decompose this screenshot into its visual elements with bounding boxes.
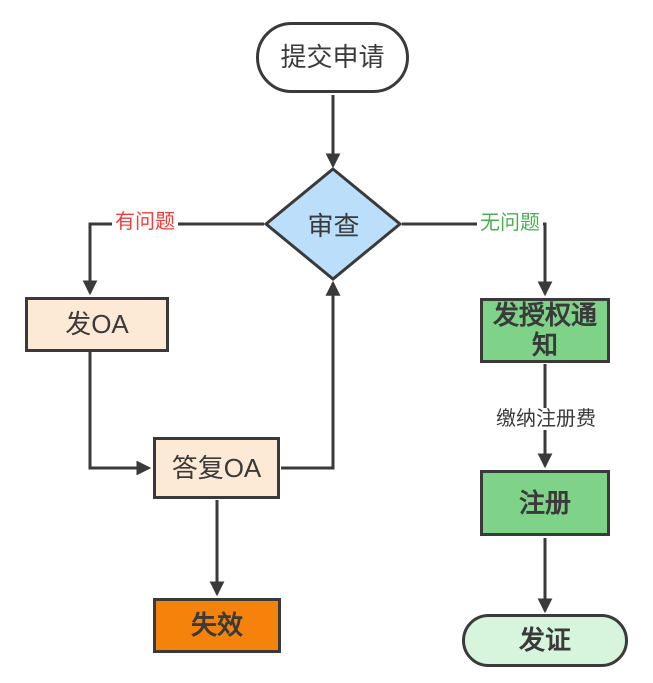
node-review-label: 审查 [307,210,360,241]
edge-label-has-problem: 有问题 [112,211,178,233]
node-issue-cert-label: 发证 [518,625,571,656]
node-review: 审查 [267,169,400,279]
edge-reply-oa-to-review [281,280,341,470]
node-invalid: 失效 [153,598,281,653]
edge-review-to-send-oa [82,222,264,296]
node-reply-oa-label: 答复OA [171,452,262,483]
node-review-diamond-shape [263,167,403,281]
node-invalid-label: 失效 [190,610,243,641]
node-register: 注册 [480,470,610,536]
node-start: 提交申请 [256,22,409,93]
node-reply-oa: 答复OA [153,437,280,499]
node-grant-notice: 发授权通知 [480,298,610,363]
node-send-oa-label: 发OA [65,309,129,340]
node-issue-cert: 发证 [462,614,628,667]
edge-review-to-grant-notice [402,222,553,297]
node-grant-notice-label: 发授权通知 [492,299,597,360]
node-start-label: 提交申请 [280,42,385,73]
node-register-label: 注册 [518,487,571,518]
node-send-oa: 发OA [25,297,169,352]
edge-send-oa-to-reply-oa [88,352,152,476]
edge-label-pay-fee: 缴纳注册费 [493,408,599,430]
edge-label-no-problem: 无问题 [477,212,543,234]
